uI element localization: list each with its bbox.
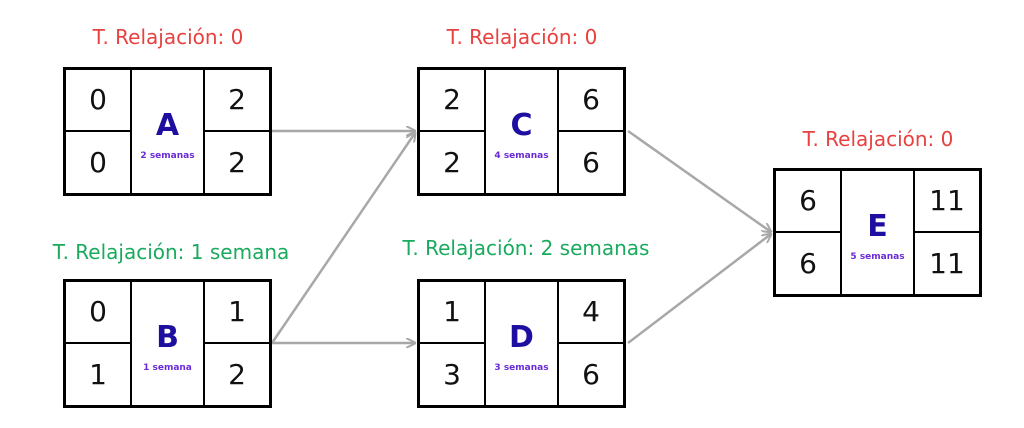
activity-node-a: 0 0 A 2 semanas 2 2 — [63, 67, 272, 196]
duration-e: 5 semanas — [850, 251, 905, 262]
activity-node-c: 2 2 C 4 semanas 6 6 — [417, 67, 626, 196]
late-finish-e: 11 — [913, 232, 979, 294]
activity-center-e: E 5 semanas — [842, 171, 913, 294]
late-start-c: 2 — [420, 131, 486, 193]
activity-node-e: 6 6 E 5 semanas 11 11 — [773, 168, 982, 297]
duration-d: 3 semanas — [494, 362, 549, 373]
late-finish-d: 6 — [557, 343, 623, 405]
activity-center-b: B 1 semana — [132, 282, 203, 405]
late-start-b: 1 — [66, 343, 132, 405]
activity-name-a: A — [155, 107, 180, 143]
duration-b: 1 semana — [143, 362, 192, 373]
late-start-a: 0 — [66, 131, 132, 193]
early-start-e: 6 — [776, 171, 842, 233]
duration-a: 2 semanas — [140, 150, 195, 161]
slack-label-b: T. Relajación: 1 semana — [52, 240, 290, 264]
slack-label-e: T. Relajación: 0 — [802, 127, 954, 151]
early-start-c: 2 — [420, 70, 486, 132]
activity-center-a: A 2 semanas — [132, 70, 203, 193]
activity-name-b: B — [156, 319, 179, 355]
early-finish-b: 1 — [203, 282, 269, 344]
late-start-d: 3 — [420, 343, 486, 405]
early-finish-a: 2 — [203, 70, 269, 132]
early-start-a: 0 — [66, 70, 132, 132]
early-finish-e: 11 — [913, 171, 979, 233]
late-finish-c: 6 — [557, 131, 623, 193]
activity-node-d: 1 3 D 3 semanas 4 6 — [417, 279, 626, 408]
early-start-b: 0 — [66, 282, 132, 344]
slack-label-a: T. Relajación: 0 — [92, 25, 244, 49]
late-finish-b: 2 — [203, 343, 269, 405]
activity-node-b: 0 1 B 1 semana 1 2 — [63, 279, 272, 408]
duration-c: 4 semanas — [494, 150, 549, 161]
activity-center-c: C 4 semanas — [486, 70, 557, 193]
activity-name-d: D — [509, 319, 534, 355]
arrow-b-to-c — [270, 133, 415, 344]
late-start-e: 6 — [776, 232, 842, 294]
early-start-d: 1 — [420, 282, 486, 344]
early-finish-d: 4 — [557, 282, 623, 344]
activity-name-e: E — [867, 208, 888, 244]
late-finish-a: 2 — [203, 131, 269, 193]
activity-center-d: D 3 semanas — [486, 282, 557, 405]
early-finish-c: 6 — [557, 70, 623, 132]
activity-name-c: C — [510, 107, 533, 143]
arrow-c-to-e — [627, 129, 771, 232]
slack-label-d: T. Relajación: 2 semanas — [402, 236, 650, 260]
arrow-d-to-e — [627, 234, 771, 344]
slack-label-c: T. Relajación: 0 — [446, 25, 598, 49]
